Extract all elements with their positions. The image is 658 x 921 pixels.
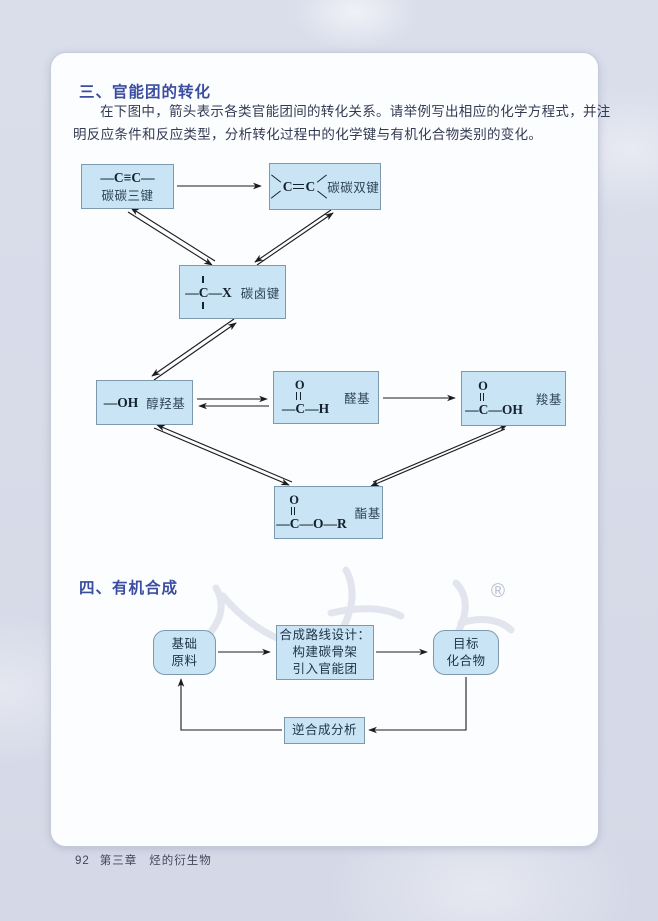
arrow-ester-to-carboxyl bbox=[372, 424, 508, 483]
aldehyde-formula: —C—H bbox=[281, 400, 330, 416]
flow-box-route-design: 合成路线设计： 构建碳骨架 引入官能团 bbox=[276, 625, 374, 680]
box-ester: O —C—O—R 酯基 bbox=[274, 486, 383, 539]
flow-box-retrosynthesis: 逆合成分析 bbox=[284, 717, 365, 744]
carbon-letter: C bbox=[282, 178, 293, 194]
design-line2: 构建碳骨架 bbox=[292, 645, 358, 659]
footer-chapter: 第三章 bbox=[99, 855, 138, 867]
flow-box-source-materials: 基础 原料 bbox=[153, 630, 216, 675]
double-bond-structure: C C bbox=[270, 171, 328, 203]
bond-line bbox=[270, 173, 281, 183]
arrow-carboxyl-to-ester bbox=[370, 428, 506, 487]
bond-line bbox=[317, 190, 328, 200]
section3-paragraph-line1: 在下图中，箭头表示各类官能团间的转化关系。请举例写出相应的化学方程式，并注 bbox=[100, 104, 611, 119]
carboxyl-label: 羧基 bbox=[535, 393, 562, 407]
aldehyde-structure: O —C—H bbox=[281, 377, 330, 416]
arrow-hydroxyl-to-halo bbox=[153, 322, 237, 381]
box-carbon-triple-bond: —C≡C— 碳碳三键 bbox=[81, 164, 174, 209]
section4-title: 四、有机合成 bbox=[79, 580, 179, 597]
halo-label: 碳卤键 bbox=[240, 286, 280, 301]
oxygen-letter: O bbox=[289, 492, 299, 507]
design-line1: 合成路线设计： bbox=[279, 628, 371, 642]
arrow-halo-to-triple bbox=[130, 207, 216, 262]
bond-line bbox=[202, 301, 204, 309]
box-carboxyl: O —C—OH 羧基 bbox=[461, 371, 566, 426]
oxygen-letter: O bbox=[478, 378, 488, 393]
page-footer: 92 第三章 烃的衍生物 bbox=[75, 852, 212, 868]
box-aldehyde: O —C—H 醛基 bbox=[273, 371, 379, 424]
double-bond-line bbox=[290, 506, 296, 515]
double-bond-line bbox=[293, 184, 305, 189]
flow-box-target-compound: 目标 化合物 bbox=[433, 630, 499, 675]
halo-structure: —C—X 碳卤键 bbox=[185, 275, 280, 309]
arrow-ester-to-hydroxyl bbox=[156, 424, 293, 483]
footer-chapter-title: 烃的衍生物 bbox=[149, 855, 212, 867]
registered-trademark-symbol: ® bbox=[491, 581, 505, 602]
diagram-arrows bbox=[127, 182, 508, 734]
aldehyde-label: 醛基 bbox=[344, 392, 371, 406]
triple-bond-formula: —C≡C— bbox=[100, 169, 155, 185]
source-line1: 基础 bbox=[171, 636, 198, 651]
design-line3: 引入官能团 bbox=[292, 662, 358, 676]
section3-paragraph-line2: 明反应条件和反应类型，分析转化过程中的化学键与有机化合物类别的变化。 bbox=[73, 127, 543, 142]
double-bond-line bbox=[479, 392, 485, 401]
ester-label: 酯基 bbox=[354, 507, 381, 521]
page-number: 92 bbox=[75, 855, 90, 867]
hydroxyl-formula: —OH bbox=[103, 395, 139, 410]
double-bond-line bbox=[296, 391, 301, 400]
carbon-letter: C bbox=[305, 178, 316, 194]
bond-line bbox=[202, 275, 204, 283]
ester-structure: O —C—O—R bbox=[276, 492, 347, 531]
hydroxyl-label: 醇羟基 bbox=[146, 397, 186, 411]
arrow-hydroxyl-to-ester bbox=[153, 427, 290, 486]
bond-line bbox=[270, 190, 281, 200]
arrow-halo-to-double bbox=[256, 212, 334, 266]
retro-label: 逆合成分析 bbox=[291, 723, 357, 737]
triple-bond-label: 碳碳三键 bbox=[101, 188, 154, 203]
carboxyl-formula: —C—OH bbox=[465, 401, 523, 417]
carboxyl-structure: O —C—OH bbox=[465, 378, 523, 417]
double-bond-label: 碳碳双键 bbox=[327, 181, 380, 195]
box-carbon-double-bond: C C 碳碳双键 bbox=[269, 163, 381, 210]
halo-formula: —C—X bbox=[185, 284, 232, 300]
oxygen-letter: O bbox=[294, 377, 305, 392]
arrow-triple-to-halo bbox=[127, 211, 213, 266]
section3-title: 三、官能团的转化 bbox=[79, 84, 212, 101]
arrow-retro-to-source bbox=[177, 678, 282, 731]
target-line2: 化合物 bbox=[446, 653, 486, 668]
bond-line bbox=[317, 173, 328, 183]
ester-formula: —C—O—R bbox=[276, 515, 347, 531]
arrow-target-to-retro bbox=[368, 677, 467, 734]
page-card: ® 三、官能团的转化 在下图中，箭头表示各类官能团间的转化关系。请举例写出相应的… bbox=[50, 52, 610, 847]
target-line1: 目标 bbox=[452, 636, 479, 651]
box-carbon-halogen-bond: —C—X 碳卤键 bbox=[179, 265, 286, 319]
box-hydroxyl: —OH 醇羟基 bbox=[96, 380, 193, 425]
arrow-halo-to-hydroxyl bbox=[151, 318, 235, 377]
arrow-double-to-halo bbox=[254, 209, 332, 263]
source-line2: 原料 bbox=[171, 653, 198, 668]
